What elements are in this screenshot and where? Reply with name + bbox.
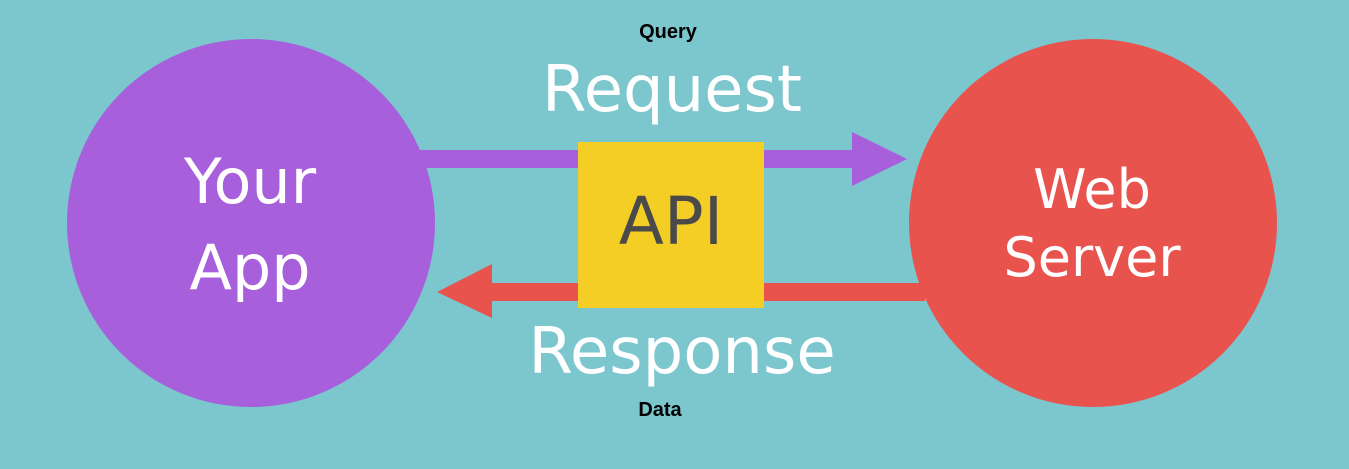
response-label: Response bbox=[528, 315, 836, 389]
query-label: Query bbox=[639, 21, 697, 43]
web-server-label-line2: Server bbox=[1003, 226, 1181, 289]
api-label: API bbox=[618, 183, 724, 260]
api-node bbox=[578, 142, 764, 308]
your-app-label-line2: App bbox=[189, 231, 311, 304]
web-server-label-line1: Web bbox=[1033, 158, 1151, 221]
request-label: Request bbox=[542, 53, 802, 127]
your-app-node bbox=[67, 39, 435, 407]
data-label: Data bbox=[638, 399, 682, 421]
your-app-label-line1: Your bbox=[183, 145, 317, 218]
web-server-node bbox=[909, 39, 1277, 407]
response-arrow-head bbox=[437, 264, 492, 318]
request-arrow-head bbox=[852, 132, 907, 186]
